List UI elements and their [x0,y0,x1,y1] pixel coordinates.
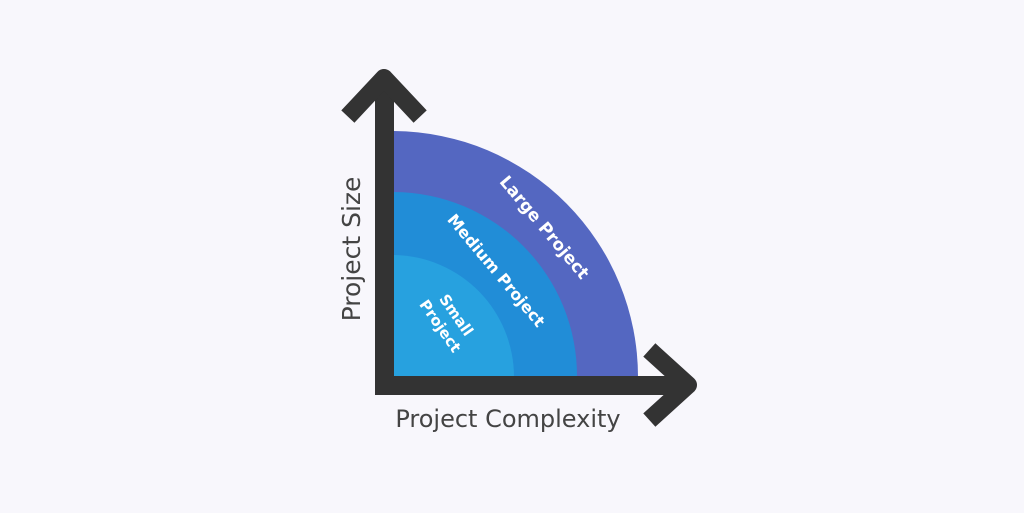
y-axis-arrow [341,69,427,395]
small-project-region [394,255,515,377]
y-axis-label: Project Size [337,177,366,322]
x-axis-arrow [375,343,697,427]
x-axis-label: Project Complexity [395,405,620,433]
